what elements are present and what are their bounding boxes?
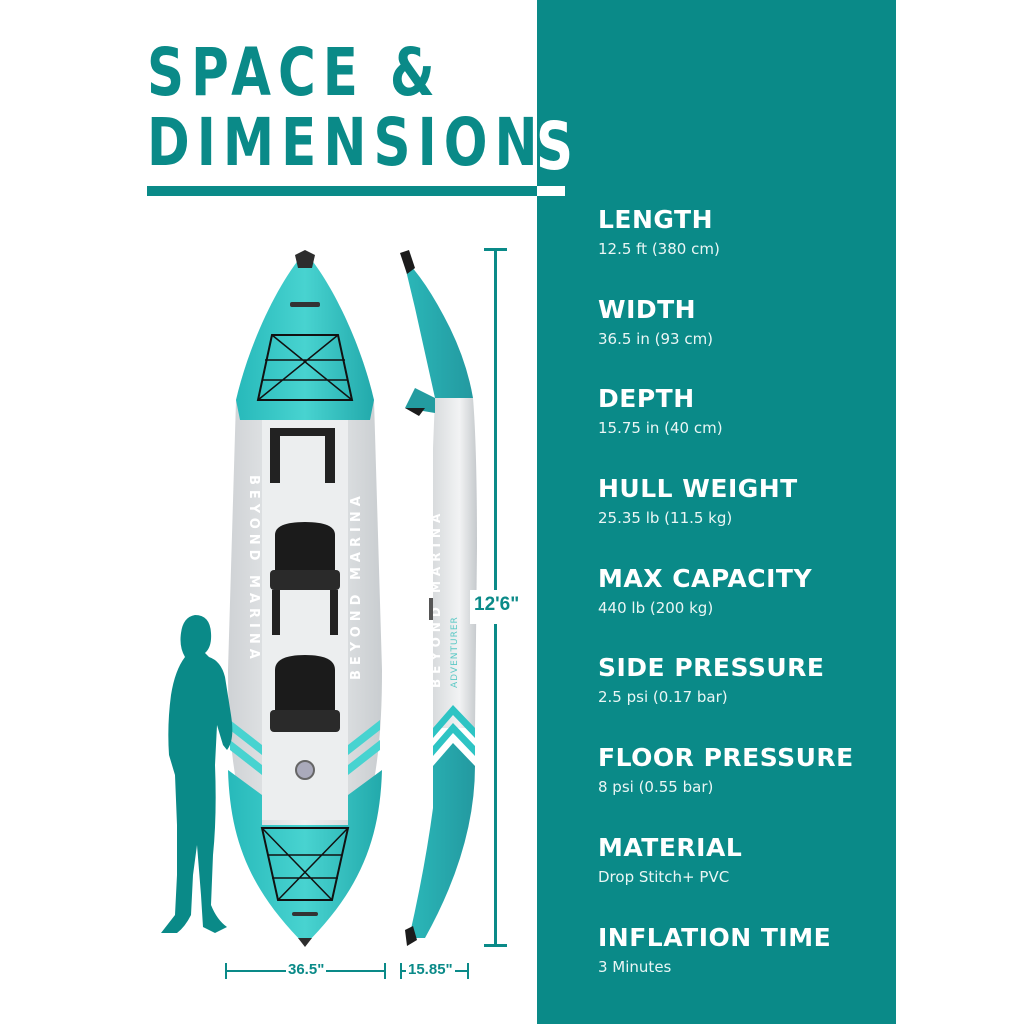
spec-width: WIDTH 36.5 in (93 cm) [598, 294, 854, 384]
spec-value: 3 Minutes [598, 957, 672, 976]
spec-label: WIDTH [598, 294, 697, 324]
kayak-model-side: ADVENTURER [450, 616, 460, 688]
spec-value: Drop Stitch+ PVC [598, 867, 730, 886]
specs-panel-background [537, 0, 896, 1024]
person-silhouette-icon [161, 615, 233, 933]
length-dimension-cap-top [484, 248, 507, 251]
depth-dimension-cap-right [467, 963, 469, 979]
length-dimension-label: 12'6" [474, 594, 520, 615]
spec-label: LENGTH [598, 205, 713, 234]
kayak-brand-left: BEYOND MARINA [246, 475, 261, 664]
spec-value: 2.5 psi (0.17 bar) [598, 688, 728, 707]
spec-value: 25.35 lb (11.5 kg) [598, 509, 733, 528]
spec-inflation-time: INFLATION TIME 3 Minutes [598, 922, 854, 1012]
spec-floor-pressure: FLOOR PRESSURE 8 psi (0.55 bar) [598, 742, 854, 832]
spec-label: MAX CAPACITY [598, 563, 813, 593]
spec-label: DEPTH [598, 384, 695, 414]
width-dimension-cap-right [384, 963, 386, 979]
spec-label: INFLATION TIME [598, 922, 832, 952]
title-underline-overlap [537, 186, 565, 196]
spec-label: FLOOR PRESSURE [598, 743, 854, 773]
spec-value: 15.75 in (40 cm) [598, 419, 723, 438]
spec-max-capacity: MAX CAPACITY 440 lb (200 kg) [598, 563, 854, 653]
title-last-letter: S [536, 108, 574, 185]
width-dimension-cap-left [225, 963, 227, 979]
spec-length: LENGTH 12.5 ft (380 cm) [598, 204, 854, 294]
spec-material: MATERIAL Drop Stitch+ PVC [598, 832, 854, 922]
kayak-brand-right: BEYOND MARINA [349, 491, 364, 680]
spec-value: 8 psi (0.55 bar) [598, 778, 714, 797]
width-dimension-label: 36.5" [286, 961, 327, 978]
specs-list: LENGTH 12.5 ft (380 cm) WIDTH 36.5 in (9… [598, 204, 854, 1011]
length-dimension-cap-bottom [484, 944, 507, 947]
spec-value: 12.5 ft (380 cm) [598, 240, 720, 258]
title-underline [147, 186, 537, 196]
spec-label: HULL WEIGHT [598, 474, 798, 504]
page-title: SPACE & DIMENSION [147, 38, 545, 178]
title-line-2: DIMENSION [147, 104, 545, 181]
spec-hull-weight: HULL WEIGHT 25.35 lb (11.5 kg) [598, 473, 854, 563]
spec-value: 36.5 in (93 cm) [598, 329, 714, 348]
kayak-top-view-image: BEYOND MARINA BEYOND MARINA [228, 250, 382, 947]
kayak-brand-side: BEYOND MARINA [429, 509, 443, 688]
spec-label: SIDE PRESSURE [598, 653, 825, 683]
title-line-1: SPACE & [147, 34, 442, 111]
spec-depth: DEPTH 15.75 in (40 cm) [598, 383, 854, 473]
depth-dimension-label: 15.85" [406, 961, 455, 978]
depth-dimension-cap-left [400, 963, 402, 979]
spec-label: MATERIAL [598, 832, 743, 862]
spec-side-pressure: SIDE PRESSURE 2.5 psi (0.17 bar) [598, 652, 854, 742]
length-dimension-label-bg [470, 590, 530, 624]
spec-value: 440 lb (200 kg) [598, 598, 714, 617]
kayak-side-view-image: BEYOND MARINA ADVENTURER [400, 250, 477, 946]
